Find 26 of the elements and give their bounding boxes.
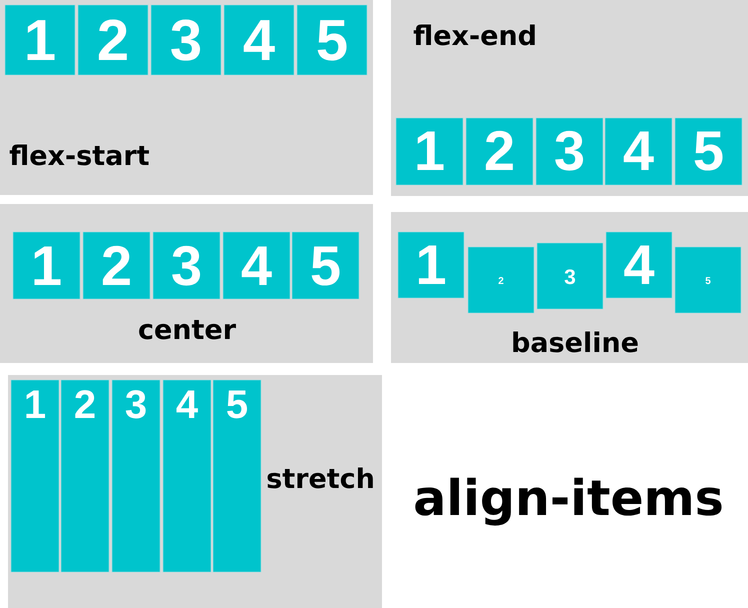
title: align-items xyxy=(415,478,722,526)
item-box: 2 xyxy=(78,4,148,76)
item-box: 1 xyxy=(10,380,60,572)
item-box: 1 xyxy=(4,4,76,76)
item-box: 3 xyxy=(112,380,160,572)
item-box: 4 xyxy=(222,232,290,300)
item-box: 5 xyxy=(674,246,742,314)
item-box: 5 xyxy=(292,232,360,300)
item-box: 4 xyxy=(604,118,672,186)
item-box: 2 xyxy=(466,118,534,186)
item-box: 2 xyxy=(60,380,110,572)
item-box: 3 xyxy=(536,242,604,310)
item-box: 5 xyxy=(296,4,368,76)
item-box: 3 xyxy=(536,118,604,186)
item-box: 2 xyxy=(82,232,150,300)
item-box: 3 xyxy=(152,232,220,300)
item-box: 4 xyxy=(162,380,212,572)
item-box: 1 xyxy=(396,118,464,186)
item-box: 5 xyxy=(674,118,742,186)
item-box: 5 xyxy=(212,380,262,572)
item-box: 3 xyxy=(150,4,222,76)
item-box: 4 xyxy=(606,232,672,298)
item-box: 1 xyxy=(12,232,80,300)
item-box: 4 xyxy=(224,4,294,76)
item-box: 2 xyxy=(468,246,534,314)
item-box: 1 xyxy=(398,232,464,298)
